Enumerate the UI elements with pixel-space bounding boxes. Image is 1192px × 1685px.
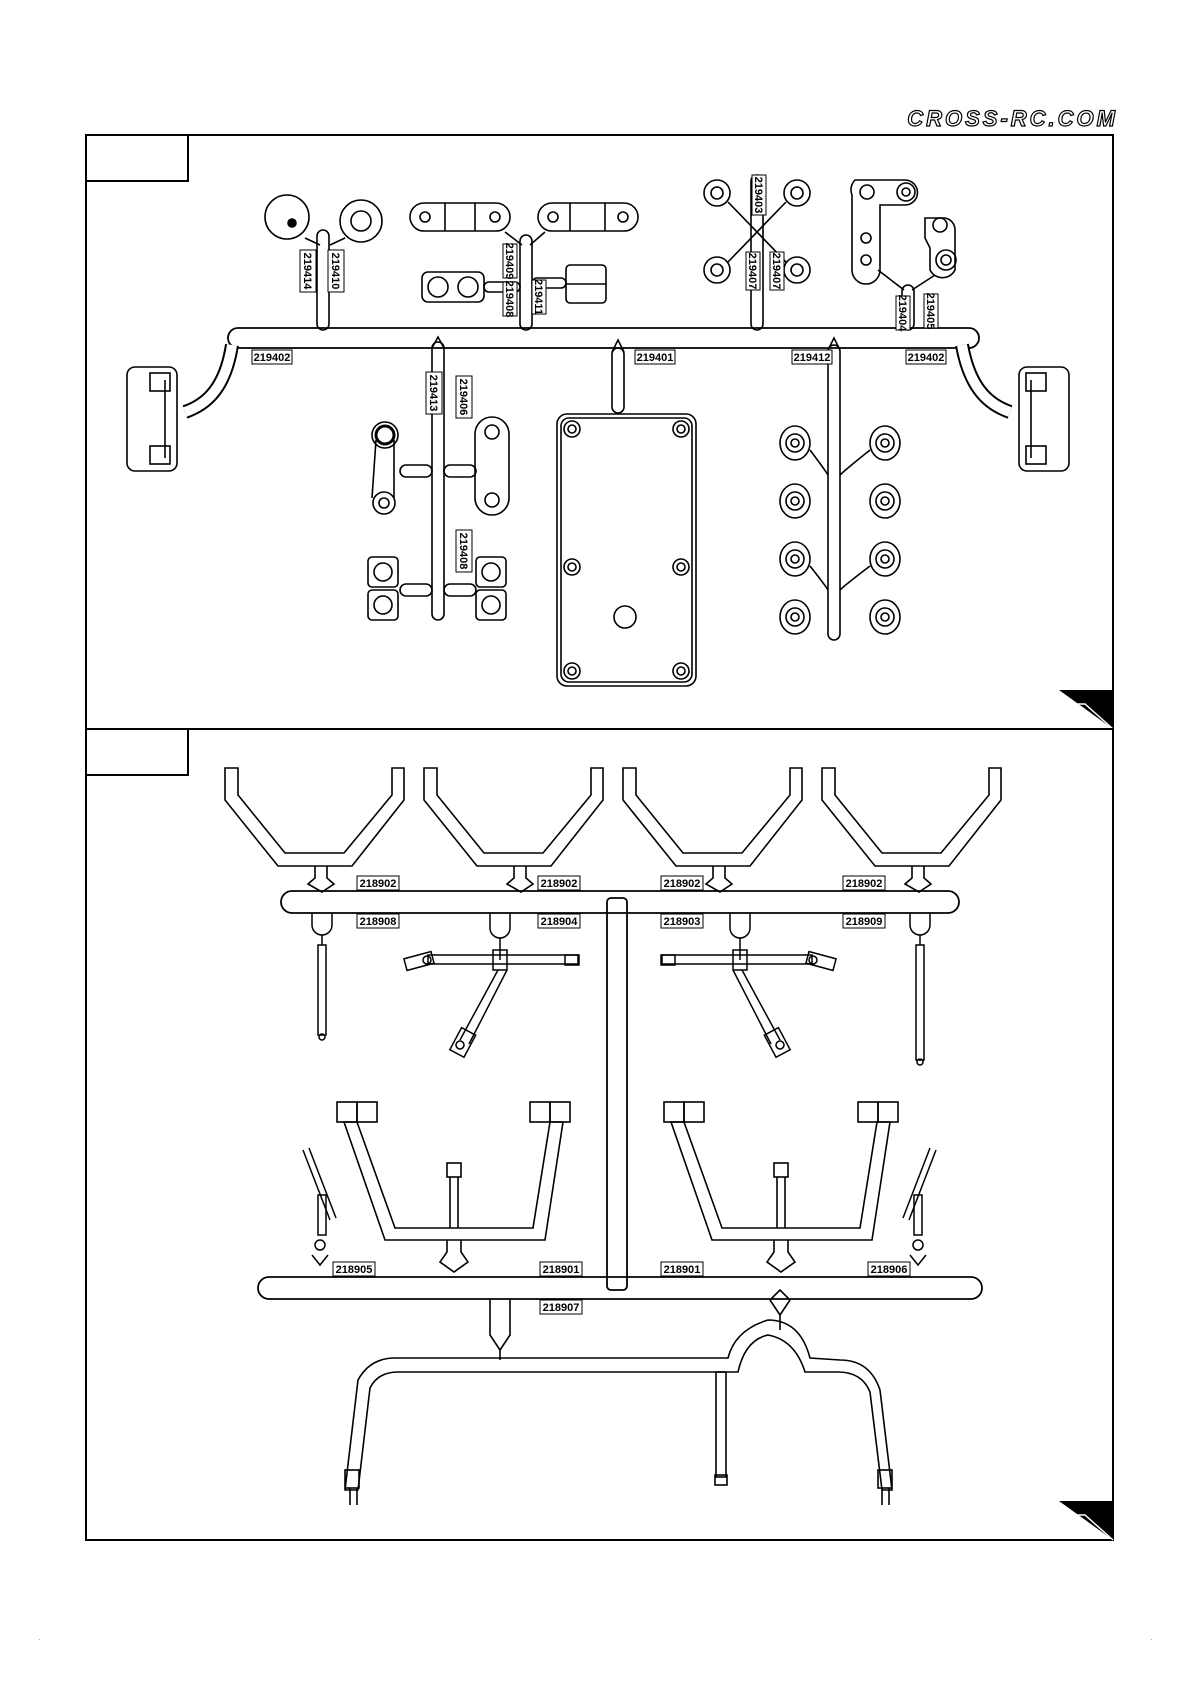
label-219402-right: 219402 bbox=[908, 352, 945, 364]
label-219412: 219412 bbox=[794, 352, 831, 364]
label-218901-left: 218901 bbox=[543, 1264, 580, 1276]
label-219407-a: 219407 bbox=[746, 253, 758, 290]
sheet-a-labels: 219402 219401 219412 219402 219414 21941… bbox=[252, 175, 946, 572]
part-218901-left-frame bbox=[337, 1102, 570, 1272]
nut-1 bbox=[780, 426, 810, 460]
part-218903-assembly bbox=[661, 913, 836, 1057]
label-219401: 219401 bbox=[637, 352, 674, 364]
part-218905-antenna bbox=[303, 1148, 336, 1265]
part-218909-rod bbox=[910, 913, 930, 1065]
label-219407-b: 219407 bbox=[770, 253, 782, 290]
label-218902-4: 218902 bbox=[846, 878, 883, 890]
sheet-a-corner-tab bbox=[86, 135, 188, 181]
label-219414: 219414 bbox=[301, 253, 313, 291]
label-219403: 219403 bbox=[752, 177, 764, 214]
runner-upper-b bbox=[281, 891, 959, 913]
nut-4 bbox=[870, 484, 900, 518]
label-219409: 219409 bbox=[503, 243, 515, 280]
part-218901-right-frame bbox=[664, 1102, 898, 1272]
label-219406: 219406 bbox=[457, 379, 469, 416]
label-218902-1: 218902 bbox=[360, 878, 397, 890]
sheet-a-frame bbox=[86, 135, 1113, 729]
sheet-b-corner-tab bbox=[86, 729, 188, 775]
part-219409-219411 bbox=[410, 203, 638, 330]
part-218906-antenna bbox=[903, 1148, 936, 1265]
footer-mark-left: . bbox=[38, 1633, 41, 1642]
label-219404: 219404 bbox=[896, 295, 908, 333]
label-218909: 218909 bbox=[846, 916, 883, 928]
label-218902-2: 218902 bbox=[541, 878, 578, 890]
nut-5 bbox=[780, 542, 810, 576]
label-218907: 218907 bbox=[543, 1302, 580, 1314]
sheet-b-frame bbox=[86, 729, 1113, 1540]
sheet-a bbox=[86, 135, 1113, 729]
label-218901-right: 218901 bbox=[664, 1264, 701, 1276]
runner-lower-b bbox=[258, 1277, 982, 1299]
label-219411: 219411 bbox=[532, 279, 544, 315]
label-219405: 219405 bbox=[924, 293, 936, 330]
sheet-b-corner-marker bbox=[1059, 1501, 1113, 1540]
label-218905: 218905 bbox=[336, 1264, 373, 1276]
nut-7 bbox=[780, 600, 810, 634]
label-219408-top: 219408 bbox=[503, 281, 515, 318]
label-218904: 218904 bbox=[541, 916, 579, 928]
sheet-a-corner-marker bbox=[1059, 690, 1113, 729]
part-219401-plate bbox=[557, 340, 696, 686]
nut-6 bbox=[870, 542, 900, 576]
label-219408-bottom: 219408 bbox=[457, 533, 469, 570]
label-218906: 218906 bbox=[871, 1264, 908, 1276]
part-218904-assembly bbox=[404, 913, 579, 1057]
label-218902-3: 218902 bbox=[664, 878, 701, 890]
nut-8 bbox=[870, 600, 900, 634]
part-219414-219410 bbox=[265, 195, 382, 330]
part-219412-nuts bbox=[780, 338, 900, 640]
part-218907-bar bbox=[345, 1290, 892, 1505]
label-219410: 219410 bbox=[329, 253, 341, 290]
nut-2 bbox=[870, 426, 900, 460]
brand-logo: CROSS-RC.COM bbox=[907, 106, 1118, 131]
runner-main-a bbox=[228, 328, 979, 348]
part-218902-frames bbox=[225, 768, 1001, 892]
label-218903: 218903 bbox=[664, 916, 701, 928]
runner-spine-b bbox=[607, 898, 627, 1290]
sheet-b-labels: 218902 218902 218902 218902 218908 21890… bbox=[333, 876, 910, 1314]
label-219413: 219413 bbox=[427, 375, 439, 412]
nut-3 bbox=[780, 484, 810, 518]
part-219402-left bbox=[127, 367, 177, 471]
label-219402-left: 219402 bbox=[254, 352, 291, 364]
sheet-b bbox=[86, 729, 1113, 1540]
label-218908: 218908 bbox=[360, 916, 397, 928]
footer-mark-right: . bbox=[1150, 1633, 1153, 1642]
part-218908-rod bbox=[312, 913, 332, 1040]
part-219402-right bbox=[1019, 367, 1069, 471]
